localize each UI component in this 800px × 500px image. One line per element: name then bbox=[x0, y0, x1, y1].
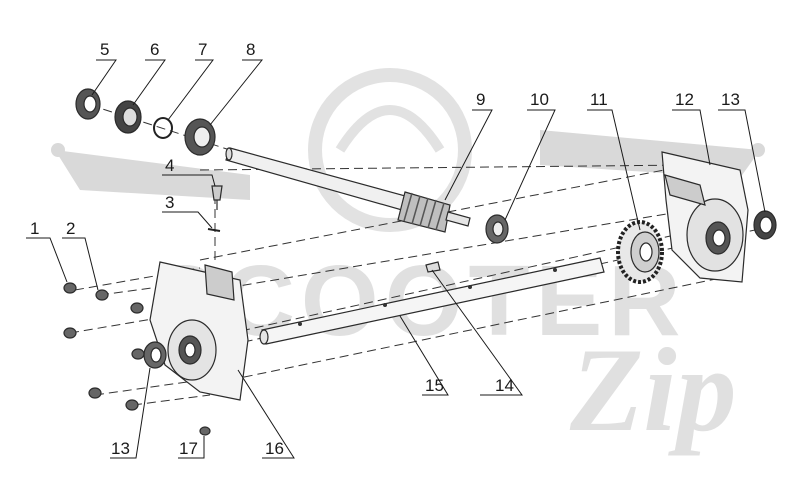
callout-14: 14 bbox=[495, 376, 514, 395]
watermark-wing-left bbox=[55, 150, 250, 200]
watermark-crest bbox=[308, 68, 472, 232]
part-13-seal-right bbox=[753, 210, 777, 240]
part-17-screw bbox=[199, 426, 211, 436]
part-8-bearing bbox=[184, 118, 216, 156]
callout-3: 3 bbox=[165, 193, 174, 212]
bolt bbox=[125, 399, 139, 411]
callout-9: 9 bbox=[476, 90, 485, 109]
callout-5: 5 bbox=[100, 40, 109, 59]
bolt-part-1 bbox=[63, 282, 77, 294]
part-15-axle bbox=[259, 257, 605, 345]
bolt bbox=[131, 348, 145, 360]
callout-2: 2 bbox=[66, 219, 75, 238]
part-7-ring bbox=[153, 117, 173, 139]
callout-13-right: 13 bbox=[721, 90, 740, 109]
callout-11: 11 bbox=[590, 90, 608, 109]
part-6-bearing bbox=[114, 100, 142, 134]
callout-8: 8 bbox=[246, 40, 255, 59]
part-11-gear bbox=[616, 220, 664, 284]
watermark-script-text: Zip bbox=[569, 323, 737, 456]
callout-labels: 5 6 7 8 9 10 11 12 13 4 3 1 2 13 17 16 1… bbox=[30, 40, 740, 458]
callout-16: 16 bbox=[265, 439, 284, 458]
callout-13-left: 13 bbox=[111, 439, 130, 458]
callout-15: 15 bbox=[425, 376, 444, 395]
part-9-worm-shaft bbox=[225, 147, 471, 233]
part-4-grease-nipple bbox=[211, 185, 223, 210]
part-14-key bbox=[425, 261, 441, 273]
part-5-oil-seal bbox=[75, 88, 101, 120]
bolt bbox=[130, 302, 144, 314]
bolt bbox=[88, 387, 102, 399]
part-12-right-housing bbox=[661, 151, 749, 283]
callout-1: 1 bbox=[30, 219, 39, 238]
part-13-seal-left bbox=[143, 341, 167, 369]
callout-4: 4 bbox=[165, 156, 174, 175]
part-16-left-housing bbox=[149, 261, 249, 401]
callout-17: 17 bbox=[179, 439, 198, 458]
bolt-part-2 bbox=[95, 289, 109, 301]
leader-lines bbox=[26, 59, 766, 459]
part-10-bearing bbox=[485, 214, 509, 244]
callout-6: 6 bbox=[150, 40, 159, 59]
callout-12: 12 bbox=[675, 90, 694, 109]
part-3-pin bbox=[207, 228, 221, 232]
bolt bbox=[63, 327, 77, 339]
callout-7: 7 bbox=[198, 40, 207, 59]
callout-10: 10 bbox=[530, 90, 549, 109]
